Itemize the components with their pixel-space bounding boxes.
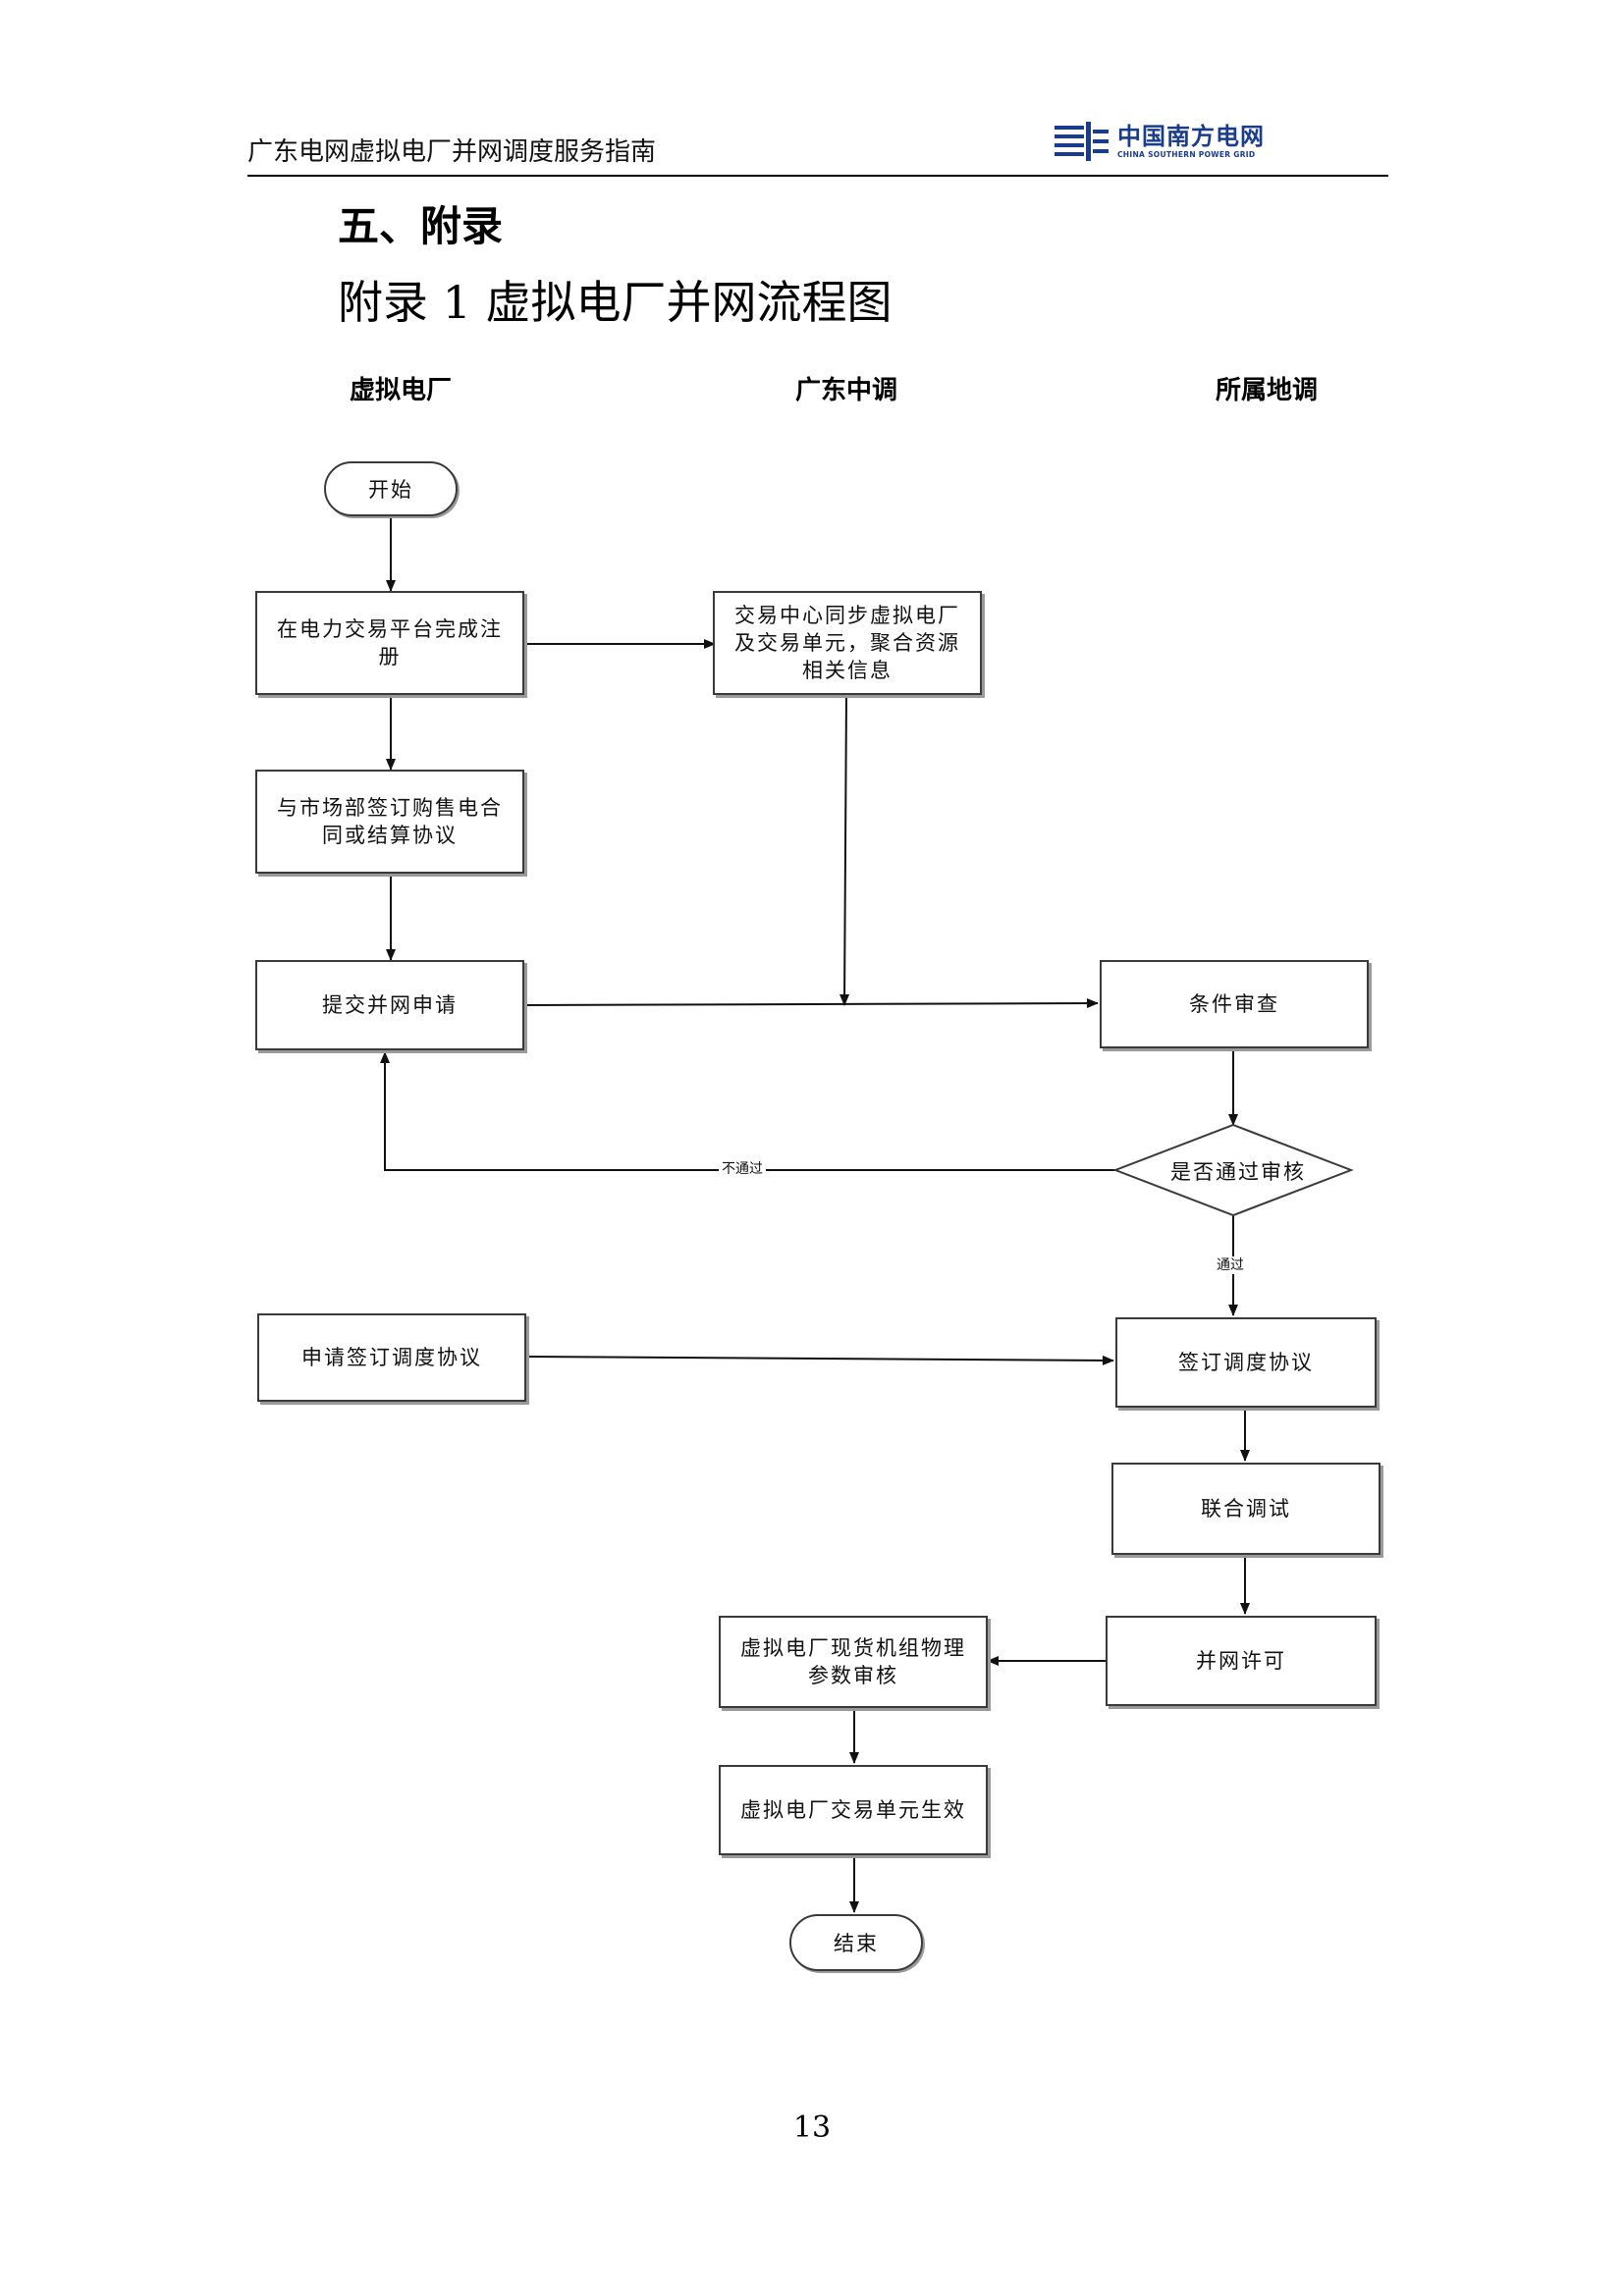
lane-header-provincial-dispatch: 广东中调 xyxy=(794,376,898,405)
logo-chinese-name: 中国南方电网 xyxy=(1117,123,1265,150)
edge-applyagreement-sign xyxy=(523,1355,1114,1365)
decision-diamond xyxy=(1112,1123,1354,1217)
node-sign-contract: 与市场部签订购售电合同或结算协议 xyxy=(255,770,524,874)
node-condition-check: 条件审查 xyxy=(1100,960,1369,1048)
appendix-title: 附录 1 虚拟电厂并网流程图 xyxy=(338,276,893,329)
node-start: 开始 xyxy=(324,461,458,516)
node-decision-label: 是否通过审核 xyxy=(1170,1160,1306,1184)
node-parameter-review: 虚拟电厂现货机组物理参数审核 xyxy=(719,1616,988,1708)
node-apply-agreement: 申请签订调度协议 xyxy=(257,1313,526,1402)
company-logo: 中国南方电网 CHINA SOUTHERN POWER GRID xyxy=(1053,118,1278,165)
node-sync-info: 交易中心同步虚拟电厂及交易单元，聚合资源相关信息 xyxy=(713,591,982,695)
section-title: 五、附录 xyxy=(338,202,504,250)
page-number: 13 xyxy=(792,2110,832,2145)
edge-label-pass: 通过 xyxy=(1214,1256,1247,1274)
node-submit-application: 提交并网申请 xyxy=(255,960,524,1050)
edge-reject-apply xyxy=(380,1051,1115,1171)
node-sign-agreement: 签订调度协议 xyxy=(1115,1317,1377,1408)
node-grid-permit: 并网许可 xyxy=(1106,1616,1377,1706)
logo-english-name: CHINA SOUTHERN POWER GRID xyxy=(1117,150,1256,159)
header-doc-title: 广东电网虚拟电厂并网调度服务指南 xyxy=(247,137,657,167)
edge-apply-check xyxy=(523,998,1099,1009)
lane-header-vpp: 虚拟电厂 xyxy=(349,376,453,405)
edge-label-reject: 不通过 xyxy=(719,1160,766,1178)
node-unit-effective: 虚拟电厂交易单元生效 xyxy=(719,1765,988,1855)
node-joint-debug: 联合调试 xyxy=(1111,1463,1380,1555)
node-end: 结束 xyxy=(789,1914,923,1971)
lane-header-local-dispatch: 所属地调 xyxy=(1215,376,1319,405)
edge-sync-merge xyxy=(839,694,850,1006)
grid-logo-icon xyxy=(1055,122,1109,161)
node-register: 在电力交易平台完成注册 xyxy=(255,591,524,695)
header-rule xyxy=(247,175,1388,177)
